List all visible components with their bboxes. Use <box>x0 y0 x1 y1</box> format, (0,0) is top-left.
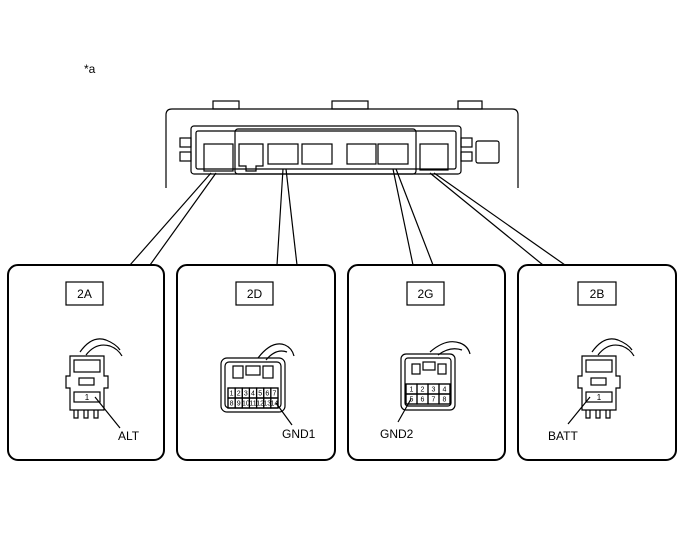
pin-cell <box>270 397 279 409</box>
pin-number: 12 <box>256 401 264 408</box>
junction-block <box>165 100 519 188</box>
pin-number: 6 <box>265 391 269 398</box>
connector-panel-2a: 2A 1 ALT <box>7 264 165 461</box>
pin-number: 6 <box>421 397 425 404</box>
connector-code: 2G <box>417 287 433 301</box>
note-label: *a <box>84 62 96 76</box>
pin-number: 2 <box>237 391 241 398</box>
pin-number: 10 <box>242 401 250 408</box>
pin-number: 1 <box>85 393 90 402</box>
pin-number: 1 <box>230 391 234 398</box>
connector-code: 2A <box>77 287 92 301</box>
pin-number: 1 <box>597 393 602 402</box>
pin-number: 5 <box>410 397 414 404</box>
pin-number: 1 <box>410 387 414 394</box>
connector-panel-2b: 2B 1 BATT <box>517 264 677 461</box>
pin-number: 2 <box>421 387 425 394</box>
terminal-label: GND2 <box>380 427 414 441</box>
pin-number: 5 <box>258 391 262 398</box>
pin-cell <box>438 393 451 405</box>
connector-code: 2B <box>590 287 605 301</box>
pin-number: 7 <box>432 397 436 404</box>
pin-number: 13 <box>263 401 271 408</box>
terminal-label: GND1 <box>282 427 316 441</box>
socket-2b <box>419 143 449 171</box>
pin-number: 7 <box>272 391 276 398</box>
pin-number: 3 <box>432 387 436 394</box>
pin-number: 4 <box>443 387 447 394</box>
socket-2a <box>203 143 234 172</box>
connector-code: 2D <box>247 287 263 301</box>
leader-lines <box>129 168 566 266</box>
pin-number: 3 <box>244 391 248 398</box>
pin-number: 9 <box>237 401 241 408</box>
pin-number: 8 <box>443 397 447 404</box>
socket-2d <box>267 143 299 165</box>
terminal-label: ALT <box>118 429 140 443</box>
socket-2g <box>377 143 409 165</box>
pin-number: 14 <box>271 401 279 408</box>
terminal-label: BATT <box>548 429 578 443</box>
socket-keyed <box>238 143 264 172</box>
pin-number: 8 <box>230 401 234 408</box>
pin-number: 4 <box>251 391 255 398</box>
pin-number: 11 <box>249 401 256 408</box>
